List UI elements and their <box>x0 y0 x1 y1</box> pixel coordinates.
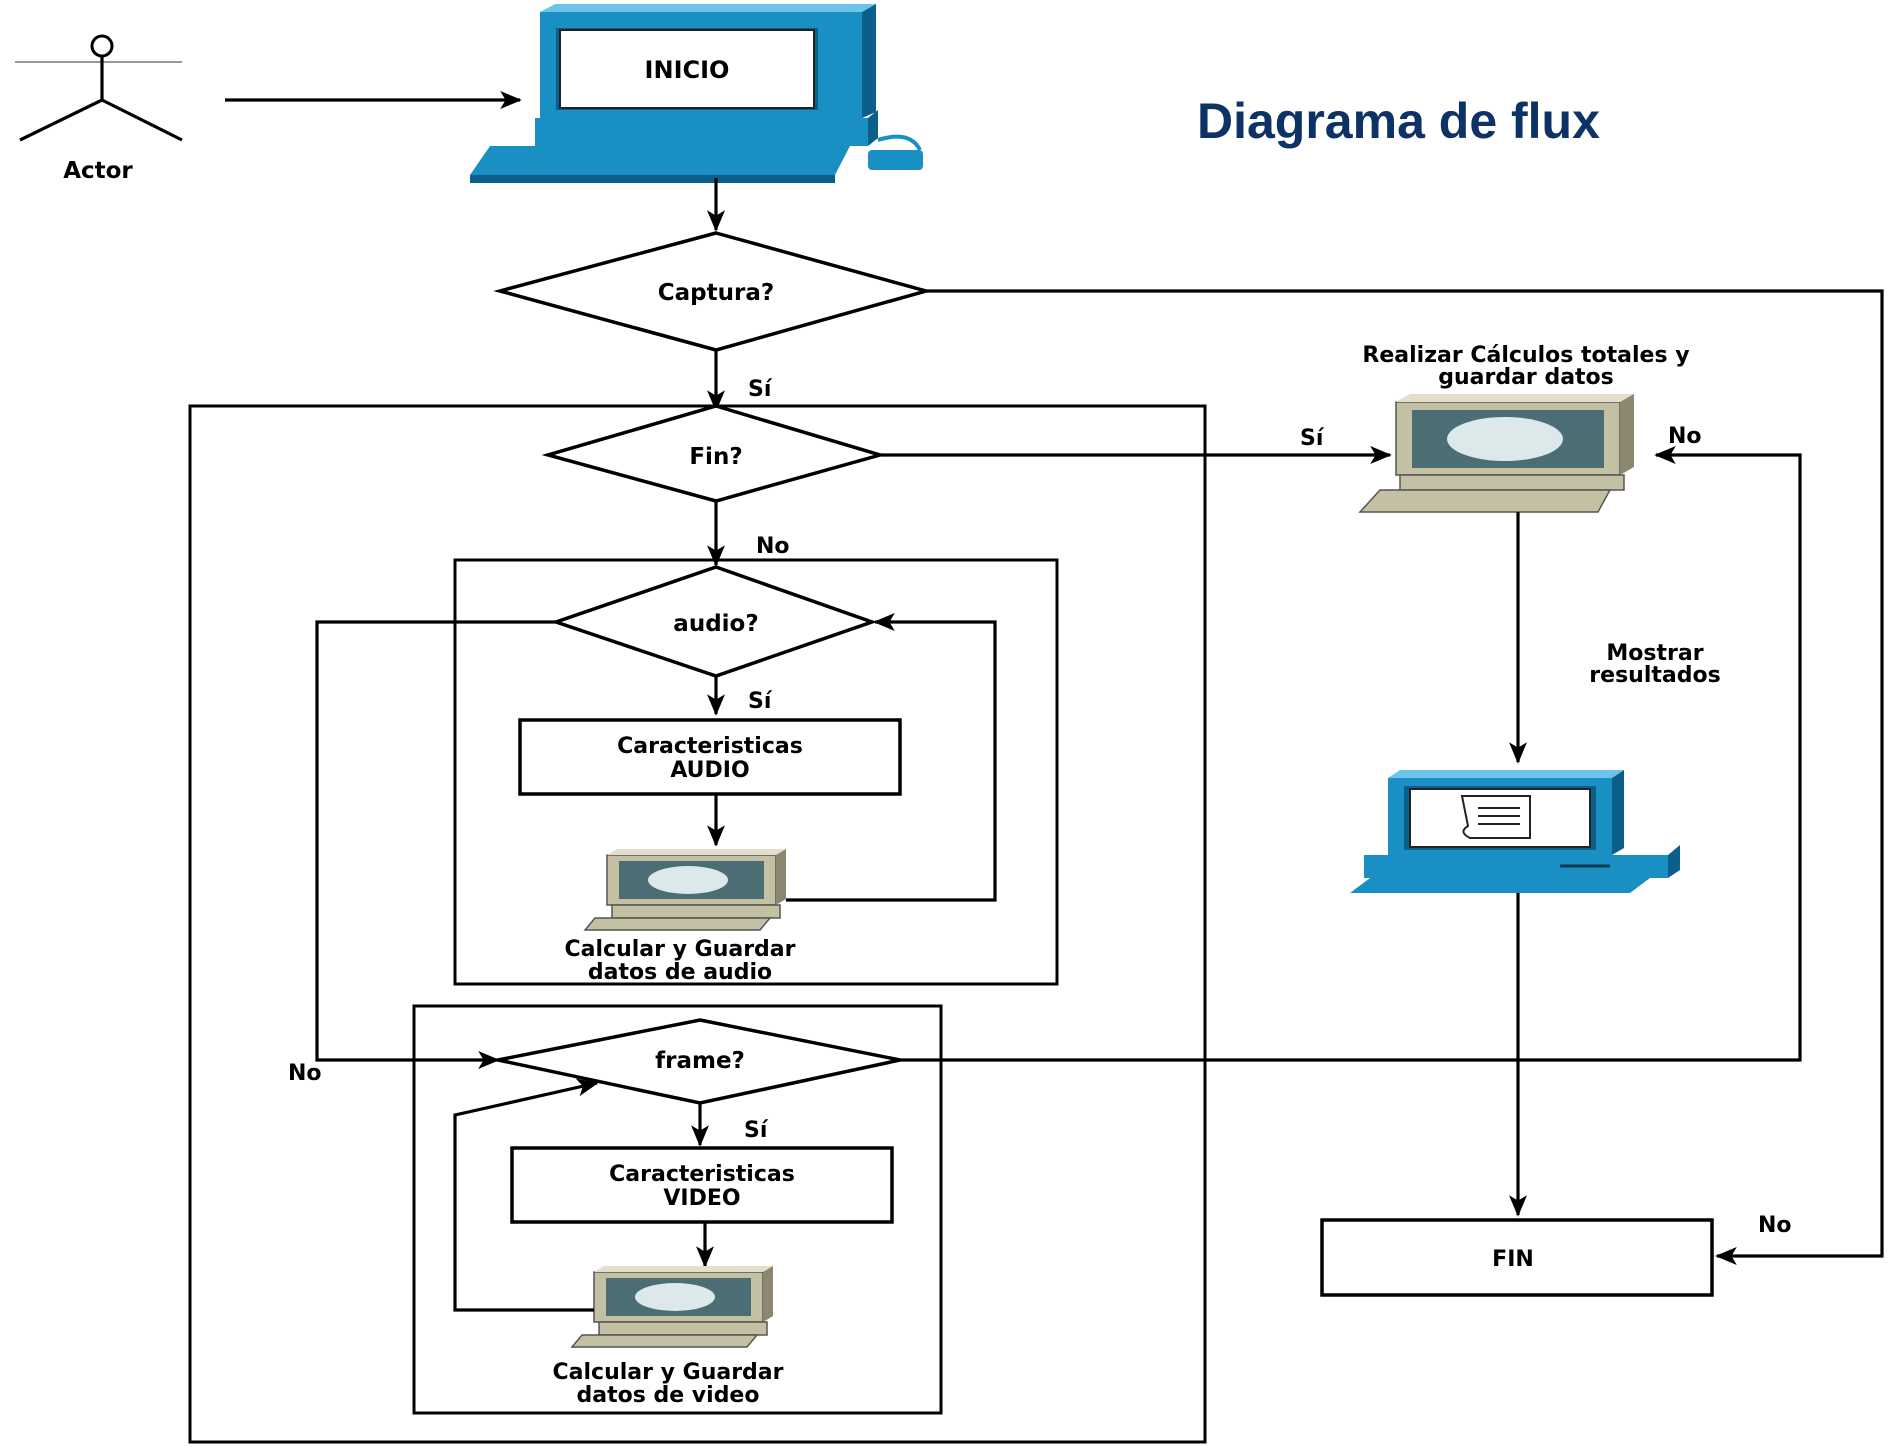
edge-audio-no-frame <box>315 620 556 1069</box>
edge-calc-video-loop <box>453 1078 599 1312</box>
edge-frame-no-totals <box>900 446 1802 1062</box>
node-captura: Captura? <box>658 280 774 306</box>
node-fin: FIN <box>1492 1247 1534 1272</box>
edge-label-frame-no: No <box>1668 424 1702 449</box>
video-loop-frame <box>412 1004 943 1415</box>
actor-figure <box>15 34 183 142</box>
node-show-2: resultados <box>1589 663 1720 688</box>
node-inicio: INICIO <box>645 56 730 84</box>
node-calc-audio-2: datos de audio <box>588 960 772 985</box>
node-calc-audio-1: Calcular y Guardar <box>565 937 796 962</box>
node-audio-q: audio? <box>673 611 758 637</box>
node-feat-audio-1: Caracteristicas <box>617 734 803 759</box>
box-feat-audio <box>518 718 902 796</box>
node-totals-1: Realizar Cálculos totales y <box>1362 343 1689 368</box>
node-feat-video-1: Caracteristicas <box>609 1162 795 1187</box>
calc-audio-computer-icon <box>583 849 786 931</box>
edge-captura-no-fin <box>926 289 1884 1265</box>
edge-label-captura-si: Sí <box>748 377 773 402</box>
edge-label-frame-si: Sí <box>744 1118 769 1143</box>
node-fin-q: Fin? <box>689 444 742 470</box>
node-show-1: Mostrar <box>1606 641 1703 666</box>
node-feat-audio-2: AUDIO <box>670 758 749 783</box>
results-computer-icon <box>1350 770 1680 893</box>
audio-loop-frame <box>453 558 1059 986</box>
actor-label: Actor <box>63 158 133 184</box>
node-feat-video-2: VIDEO <box>663 1186 740 1211</box>
main-loop-frame <box>188 404 1207 1444</box>
node-frame-q: frame? <box>655 1048 745 1074</box>
box-feat-video <box>510 1146 894 1224</box>
totals-computer-icon <box>1358 394 1634 513</box>
node-calc-video-2: datos de video <box>577 1383 760 1408</box>
node-calc-video-1: Calcular y Guardar <box>553 1360 784 1385</box>
box-fin <box>1320 1218 1714 1297</box>
edge-calc-audio-loop <box>786 613 997 902</box>
node-totals-2: guardar datos <box>1438 365 1614 390</box>
inicio-computer-icon <box>470 4 923 183</box>
edge-label-fin-si: Sí <box>1300 426 1325 451</box>
edge-label-audio-no: No <box>288 1061 322 1086</box>
diagram-title: Diagrama de flux <box>1197 93 1600 149</box>
calc-video-computer-icon <box>570 1266 773 1348</box>
edge-label-captura-no: No <box>1758 1213 1792 1238</box>
edge-label-fin-no: No <box>756 534 790 559</box>
edge-label-audio-si: Sí <box>748 689 773 714</box>
